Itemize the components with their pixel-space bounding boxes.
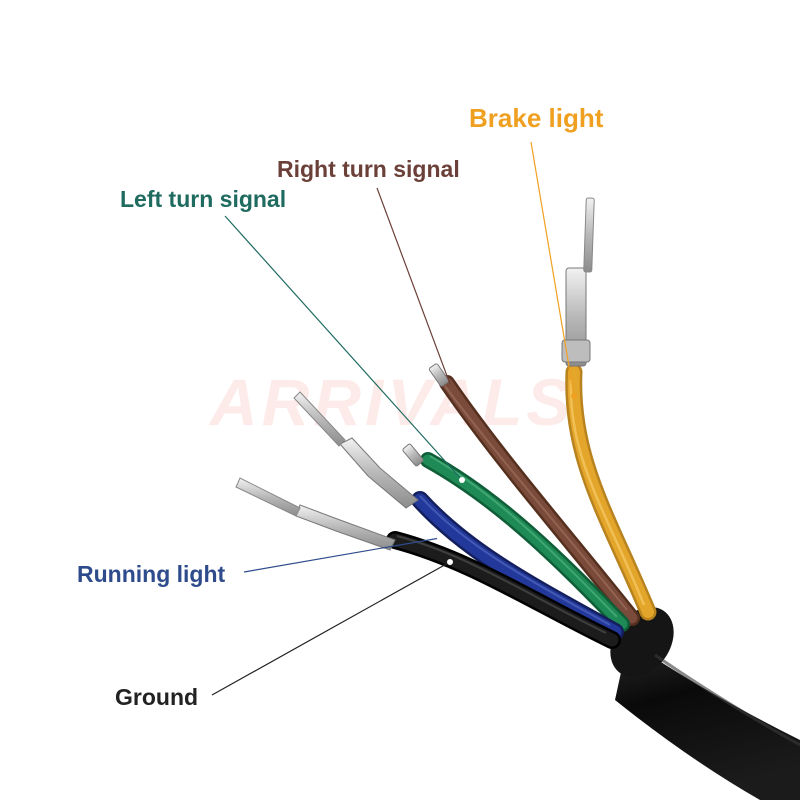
wire-brake: [561, 197, 657, 621]
label-right-turn-signal: Right turn signal: [277, 156, 460, 182]
label-ground: Ground: [115, 684, 199, 710]
wire-right-turn: [428, 363, 640, 626]
leader-running: [243, 537, 441, 573]
wire-running: [293, 391, 624, 641]
leader-right-turn: [376, 187, 451, 385]
leader-brake: [530, 141, 575, 397]
watermark-text: ARRIVALS: [208, 365, 574, 439]
leader-lines: [211, 141, 577, 696]
label-running-light: Running light: [77, 561, 226, 587]
label-left-turn-signal: Left turn signal: [120, 186, 287, 212]
leader-left-turn: [224, 215, 463, 481]
wire-ground: [235, 477, 621, 649]
label-brake-light: Brake light: [469, 103, 604, 133]
leader-ground: [211, 561, 451, 696]
